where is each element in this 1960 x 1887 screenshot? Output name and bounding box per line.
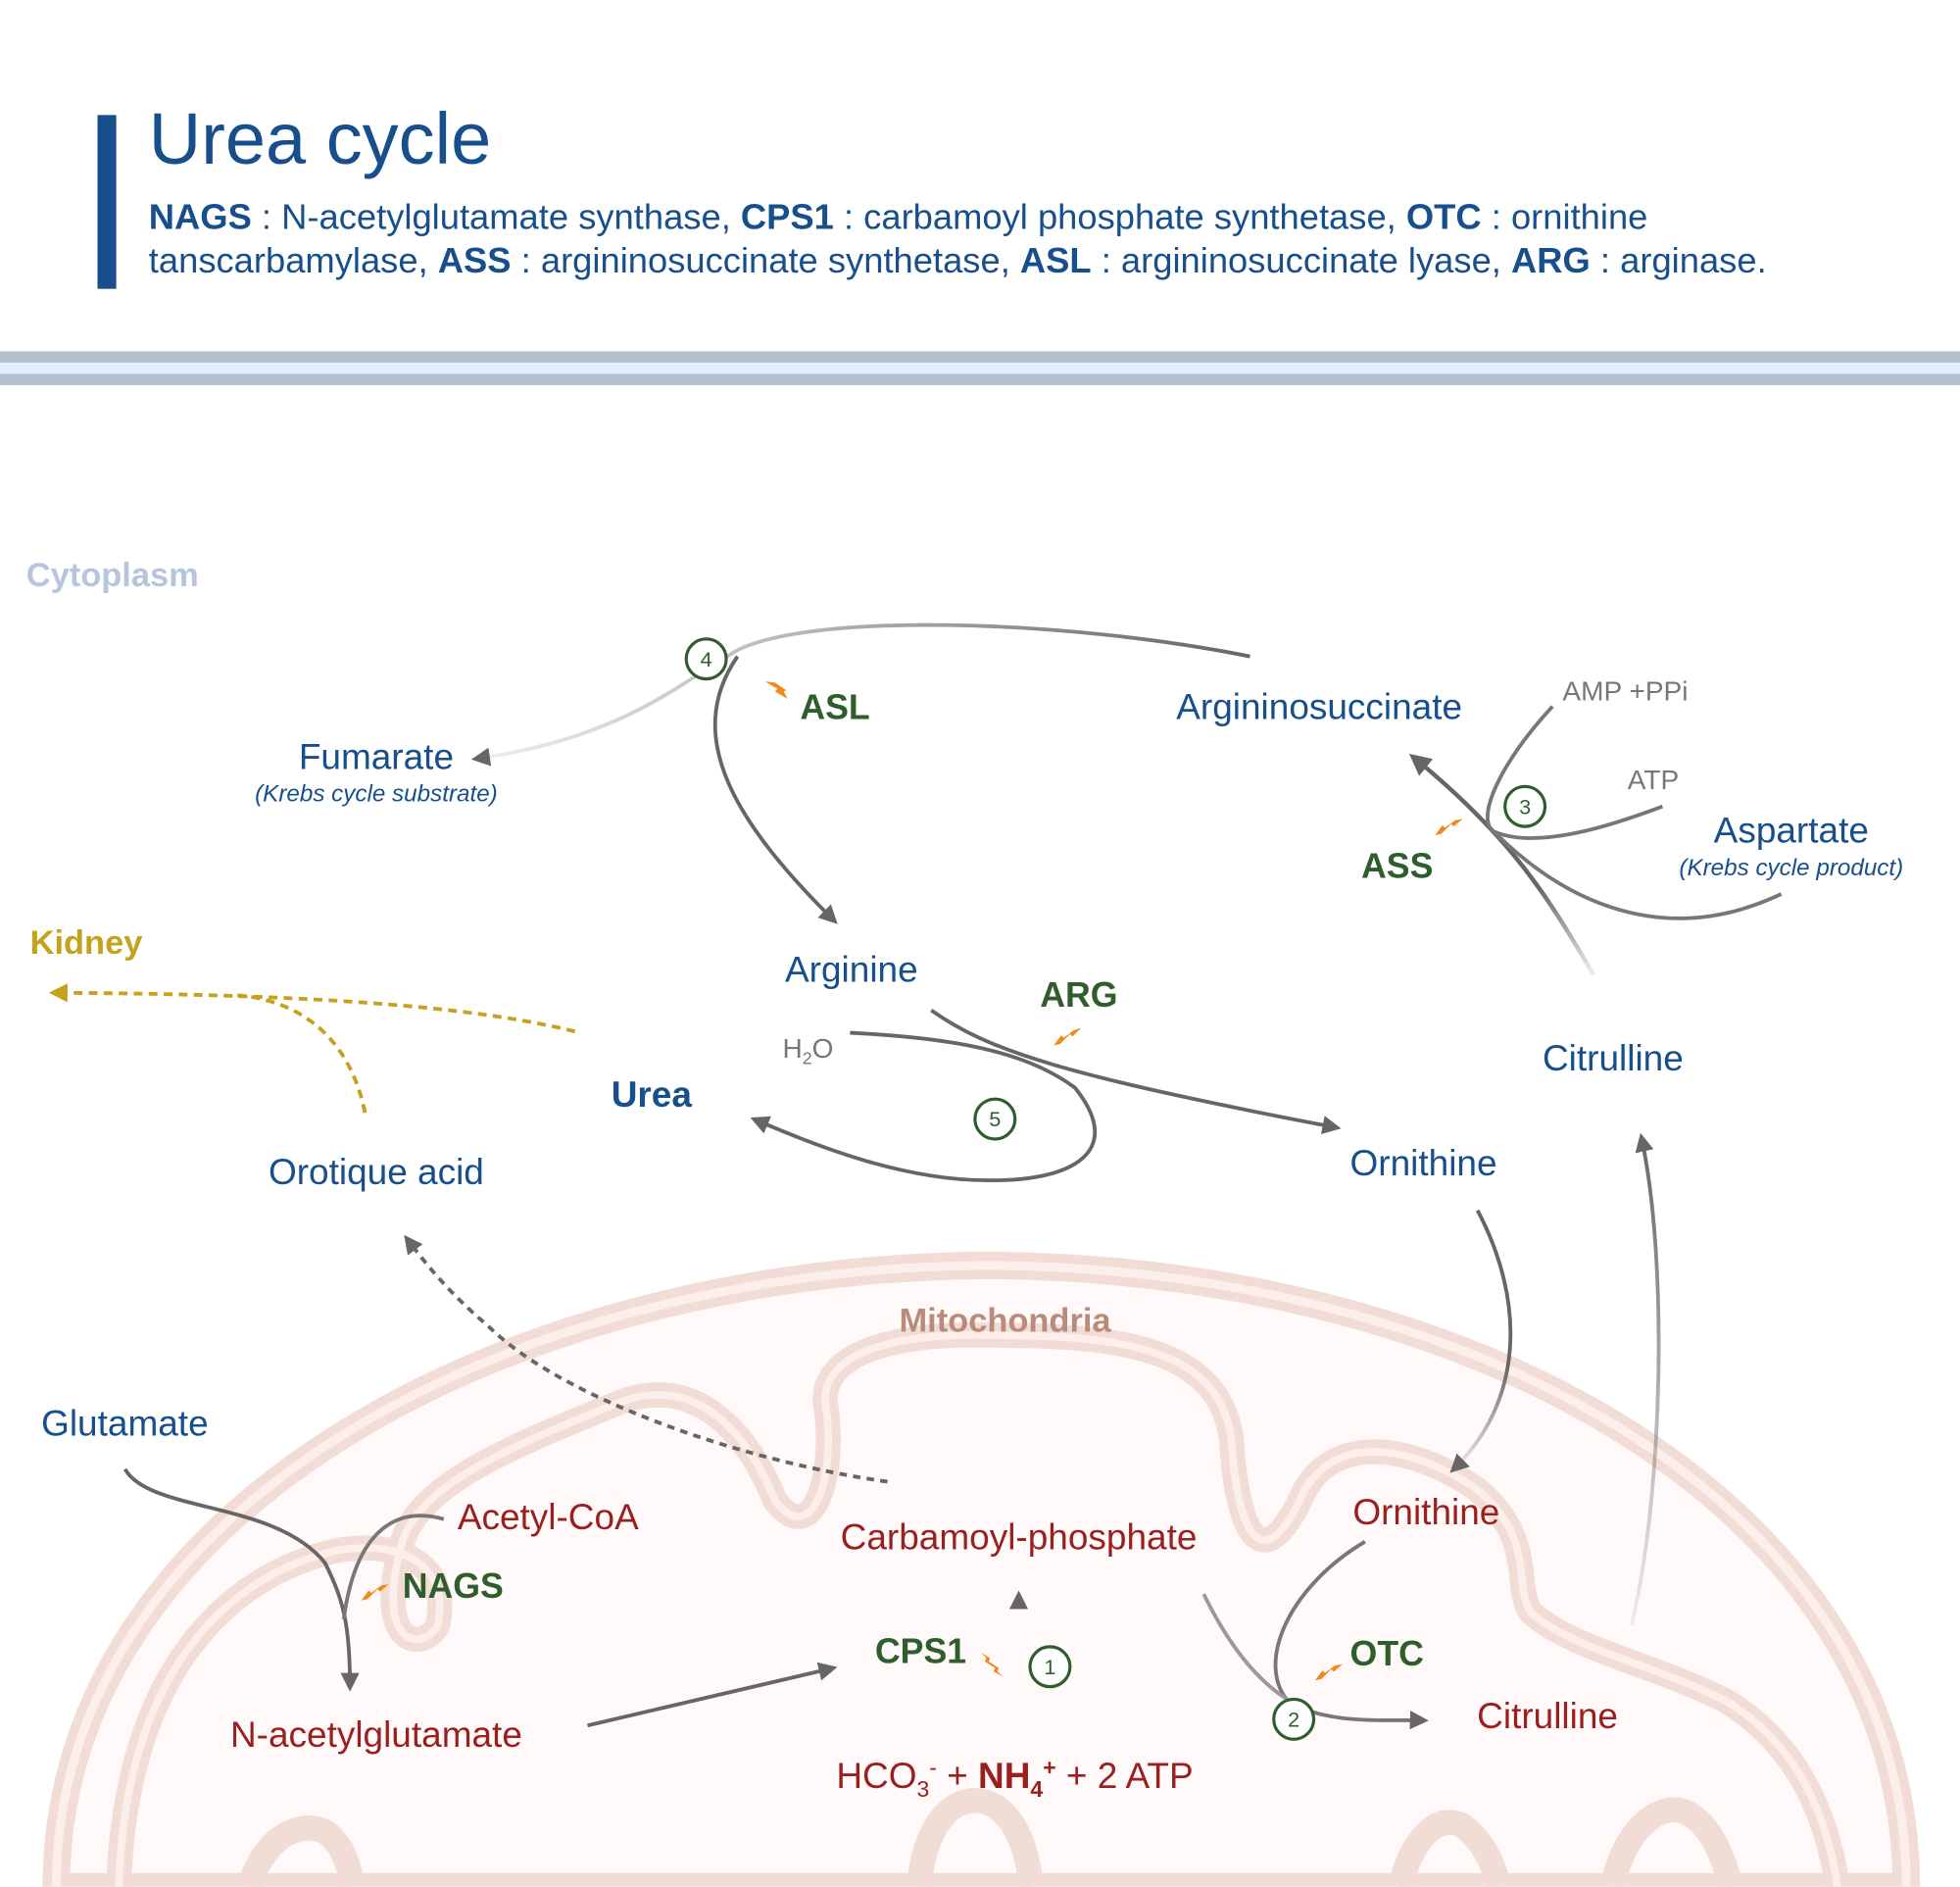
metabolite-orotic-acid: Orotique acid (269, 1152, 484, 1192)
asl-to-fumarate-arrow (470, 622, 1250, 767)
enzyme-arg: ARG (1040, 975, 1117, 1015)
metabolite-acetyl-coa: Acetyl-CoA (458, 1497, 639, 1537)
arg-lightning-icon (1054, 1027, 1082, 1046)
enzyme-cps1: CPS1 (875, 1631, 966, 1670)
cofactor-atp: ATP (1628, 765, 1679, 795)
header-divider-bottom (0, 373, 1960, 385)
metabolite-ornithine-cytoplasm: Ornithine (1350, 1143, 1497, 1183)
nags-lightning-icon (361, 1584, 389, 1601)
step-5-number: 5 (989, 1107, 1001, 1131)
legend-entry: NAGS : N-acetylglutamate synthase, (148, 197, 741, 238)
arg-to-urea-arrow (750, 1030, 1097, 1182)
orotic-acid-to-kidney-arrow (237, 993, 368, 1114)
fumarate-note: (Krebs cycle substrate) (255, 781, 498, 808)
cps1-substrates: HCO3- + NH4+ + 2 ATP (836, 1755, 1193, 1802)
asl-to-arginine-arrow (712, 655, 838, 924)
lightning-icons (361, 681, 1463, 1681)
citrulline-transport-arrow (1629, 1132, 1661, 1626)
legend-entry: ARG : arginase. (1511, 241, 1767, 281)
header-divider-top (0, 351, 1960, 363)
step-3-number: 3 (1519, 794, 1531, 819)
metabolite-carbamoyl-phosphate: Carbamoyl-phosphate (841, 1516, 1198, 1557)
aspartate-note: (Krebs cycle product) (1679, 855, 1903, 881)
header-divider-middle (0, 362, 1960, 374)
urea-to-kidney-arrow (48, 983, 576, 1034)
enzyme-legend: NAGS : N-acetylglutamate synthase, CPS1 … (149, 196, 1924, 283)
title-accent-bar (97, 115, 117, 289)
metabolite-citrulline-cytoplasm: Citrulline (1543, 1038, 1684, 1078)
cofactor-water: H2O (782, 1033, 833, 1068)
acetyl-coa-curve (341, 1514, 445, 1620)
mitochondrion-shape (42, 1251, 1921, 1887)
cytoplasm-label: Cytoplasm (26, 557, 199, 594)
citrulline-to-argininosuccinate-arrow (1408, 753, 1596, 977)
metabolite-glutamate: Glutamate (41, 1403, 209, 1443)
legend-entry: OTC : ornithine tanscarbamylase, (148, 197, 1648, 281)
arginine-to-ornithine-arrow (930, 1009, 1342, 1135)
enzyme-ass: ASS (1361, 846, 1433, 885)
metabolite-citrulline-mitochondria: Citrulline (1477, 1696, 1618, 1736)
metabolite-aspartate: Aspartate (1714, 811, 1869, 851)
asl-lightning-icon (764, 681, 788, 700)
metabolite-arginine: Arginine (785, 949, 918, 989)
enzyme-nags: NAGS (403, 1566, 504, 1606)
metabolite-fumarate: Fumarate (299, 736, 454, 776)
step-2-number: 2 (1288, 1707, 1299, 1731)
page-title: Urea cycle (148, 98, 492, 180)
enzyme-asl: ASL (800, 687, 869, 726)
mitochondria-label: Mitochondria (899, 1302, 1111, 1339)
step-5-circle (973, 1097, 1017, 1141)
glutamate-to-nag-arrow (122, 1467, 360, 1692)
legend-entry: CPS1 : carbamoyl phosphate synthetase, (740, 197, 1406, 238)
metabolite-argininosuccinate: Argininosuccinate (1176, 686, 1462, 726)
metabolite-urea: Urea (612, 1074, 693, 1115)
step-3-circle (1503, 784, 1547, 828)
legend-entry: ASL : argininosuccinate lyase, (1019, 241, 1512, 281)
kidney-label: Kidney (30, 924, 143, 962)
step-4-circle (684, 637, 728, 681)
step-1-number: 1 (1044, 1655, 1055, 1679)
nag-activates-cps1-arrow (587, 1662, 838, 1728)
cofactor-amp-ppi: AMP +PPi (1562, 675, 1688, 706)
otc-lightning-icon (1314, 1664, 1343, 1681)
step-4-number: 4 (701, 647, 712, 671)
legend-entry: ASS : argininosuccinate synthetase, (437, 241, 1020, 281)
aspartate-input-curve (1492, 829, 1783, 920)
step-2-circle (1272, 1697, 1316, 1741)
cps1-lightning-icon (981, 1653, 1004, 1677)
ass-lightning-icon (1435, 819, 1463, 836)
metabolite-n-acetylglutamate: N-acetylglutamate (230, 1714, 522, 1755)
enzyme-otc: OTC (1350, 1634, 1424, 1673)
ornithine-transport-arrow (1449, 1209, 1513, 1473)
metabolite-ornithine-mitochondria: Ornithine (1352, 1492, 1499, 1532)
step-1-circle (1028, 1645, 1072, 1689)
